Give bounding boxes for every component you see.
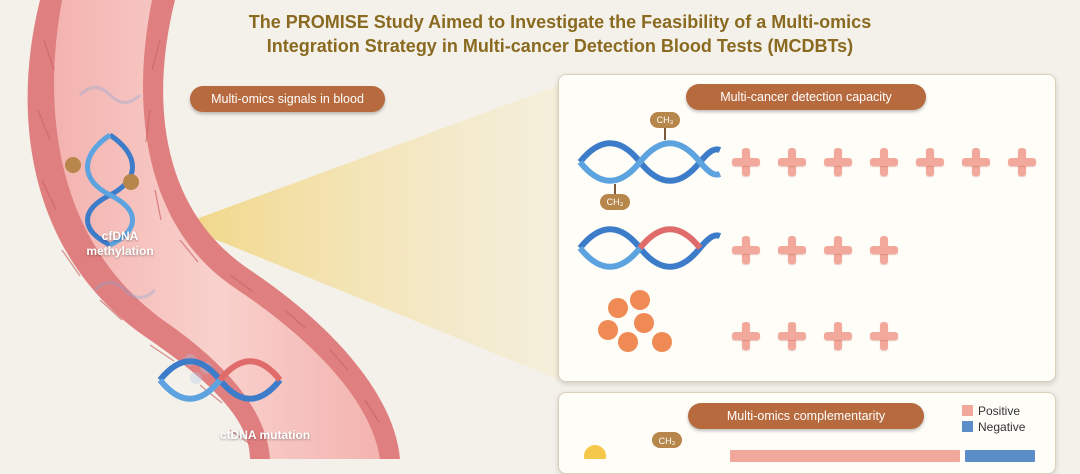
methylation-dna-icon <box>85 132 135 248</box>
plus-icon <box>870 322 898 350</box>
negative-bar <box>965 450 1035 462</box>
face-icon <box>584 445 606 459</box>
ctdna-mutation-label: ctDNA mutation <box>219 428 311 442</box>
ch3-top-label: CH₃ <box>656 115 674 125</box>
methylated-dna-icon <box>577 140 722 184</box>
plus-icon <box>824 322 852 350</box>
legend-positive: Positive <box>962 404 1020 418</box>
blood-vessel-illustration <box>27 0 560 459</box>
detection-capacity-pill: Multi-cancer detection capacity <box>686 84 926 110</box>
positive-swatch <box>962 405 973 416</box>
methylation-label-line-2: methylation <box>86 244 154 258</box>
mutated-dna-icon <box>577 226 722 270</box>
title-line-2: Integration Strategy in Multi-cancer Det… <box>266 36 854 56</box>
plus-icon <box>1008 148 1036 176</box>
complementarity-icons: CH₃ <box>584 432 682 459</box>
plus-icon <box>778 236 806 264</box>
plus-icon <box>824 148 852 176</box>
cfdna-methylation-label: cfDNA methylation <box>70 229 170 259</box>
plus-icon <box>732 148 760 176</box>
plus-icon <box>732 236 760 264</box>
detection-signals-svg <box>577 112 722 352</box>
plus-icon <box>778 148 806 176</box>
plus-icon <box>870 236 898 264</box>
vessel-lumen <box>54 0 381 459</box>
plus-icon <box>962 148 990 176</box>
signals-pill: Multi-omics signals in blood <box>190 86 385 112</box>
mutation-dna-icon <box>157 358 283 402</box>
plus-icon <box>916 148 944 176</box>
page-title: The PROMISE Study Aimed to Investigate t… <box>180 10 940 58</box>
ch3-complementarity-label: CH₃ <box>659 436 676 446</box>
plus-icon <box>824 236 852 264</box>
plus-icon <box>778 322 806 350</box>
protein-sphere-icon <box>598 290 672 352</box>
complementarity-pill: Multi-omics complementarity <box>688 403 924 429</box>
legend-positive-label: Positive <box>978 404 1021 418</box>
signal-fan <box>180 85 560 380</box>
plus-icon <box>732 322 760 350</box>
negative-swatch <box>962 421 973 432</box>
legend-negative-label: Negative <box>978 420 1026 434</box>
legend-negative: Negative <box>962 420 1025 434</box>
title-line-1: The PROMISE Study Aimed to Investigate t… <box>248 12 872 32</box>
positive-bar <box>730 450 960 462</box>
methylation-label-line-1: cfDNA <box>101 229 139 243</box>
plus-icon <box>870 148 898 176</box>
ch3-bottom-label: CH₃ <box>606 197 624 207</box>
